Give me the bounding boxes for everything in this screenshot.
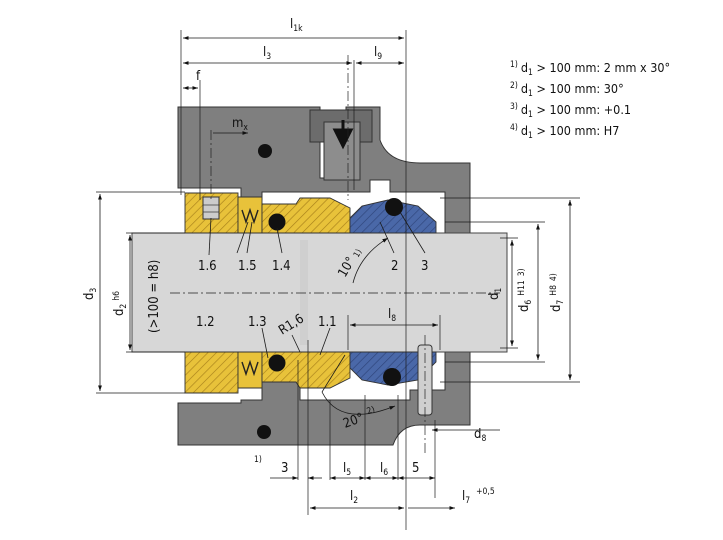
footnotes: 1)d1 > 100 mm: 2 mm x 30° 2)d1 > 100 mm:… [510, 60, 670, 141]
part-label: 1.4 [272, 259, 291, 274]
oring-rotating-lower [268, 354, 286, 372]
dim-d1: d1 [487, 288, 504, 300]
part-label: 2 [391, 259, 398, 274]
dim-d7: d7H84) [549, 273, 566, 312]
oring-seat-upper [385, 198, 403, 216]
part-label: 3 [421, 259, 428, 274]
angle-10-note: 1) [352, 248, 365, 260]
part-label: 1.6 [198, 259, 217, 274]
rotating-unit-lower [184, 351, 351, 394]
dim-f: f [196, 69, 201, 84]
dimension-labels: l1k l3 l9 f mx d3 d2h6 (>100 = h8) d1 d6… [82, 17, 566, 506]
dim-l2: l2 [350, 489, 358, 506]
footnote-1: 1)d1 > 100 mm: 2 mm x 30° [510, 60, 670, 78]
dim-l3: l3 [263, 45, 271, 62]
dim-three: 3 [281, 461, 288, 476]
dim-l5: l5 [343, 461, 351, 478]
stationary-seat-upper [349, 199, 437, 234]
flow-arrow-icon [332, 120, 354, 150]
dim-mx: mx [232, 116, 248, 133]
dim-five: 5 [412, 461, 419, 476]
angle-20-note: 2) [366, 405, 377, 417]
footnote-2: 2)d1 > 100 mm: 30° [510, 81, 624, 99]
spring-lower [241, 359, 259, 377]
dim-l6: l6 [380, 461, 388, 478]
oring-seat-lower [383, 368, 401, 386]
oring-housing-top [258, 144, 272, 158]
shaft [131, 232, 508, 353]
dim-d2: d2h6 [112, 291, 129, 316]
dim-d8: d8 [474, 427, 486, 444]
oring-housing-bottom [257, 425, 271, 439]
extension-lines [96, 30, 580, 530]
oring-rotating-upper [268, 213, 286, 231]
dim-l7: l7+0,5 [462, 487, 495, 506]
leader-lines [208, 211, 426, 359]
shaft-step [300, 240, 308, 345]
footnote-3: 3)d1 > 100 mm: +0.1 [510, 102, 631, 120]
dim-l8: l8 [388, 307, 396, 324]
part-label: 1.2 [196, 315, 215, 330]
dim-l1k: l1k [290, 17, 303, 34]
footnote-4: 4)d1 > 100 mm: H7 [510, 123, 619, 141]
part-label: 1.5 [238, 259, 257, 274]
dim-d2-alt: (>100 = h8) [147, 260, 162, 333]
part-labels: 1.6 1.5 1.4 2 3 1.2 1.3 1.1 [196, 259, 428, 330]
bottom-note: 1) [254, 455, 262, 465]
part-label: 1.3 [248, 315, 267, 330]
part-label: 1.1 [318, 315, 337, 330]
dimension-lines [98, 36, 572, 510]
angle-20: 20° [341, 411, 366, 432]
set-screw [202, 196, 220, 220]
dim-l9: l9 [374, 45, 382, 62]
spring-upper [241, 207, 259, 225]
dim-d3: d3 [82, 288, 99, 300]
dim-d6: d6H113) [517, 268, 534, 312]
